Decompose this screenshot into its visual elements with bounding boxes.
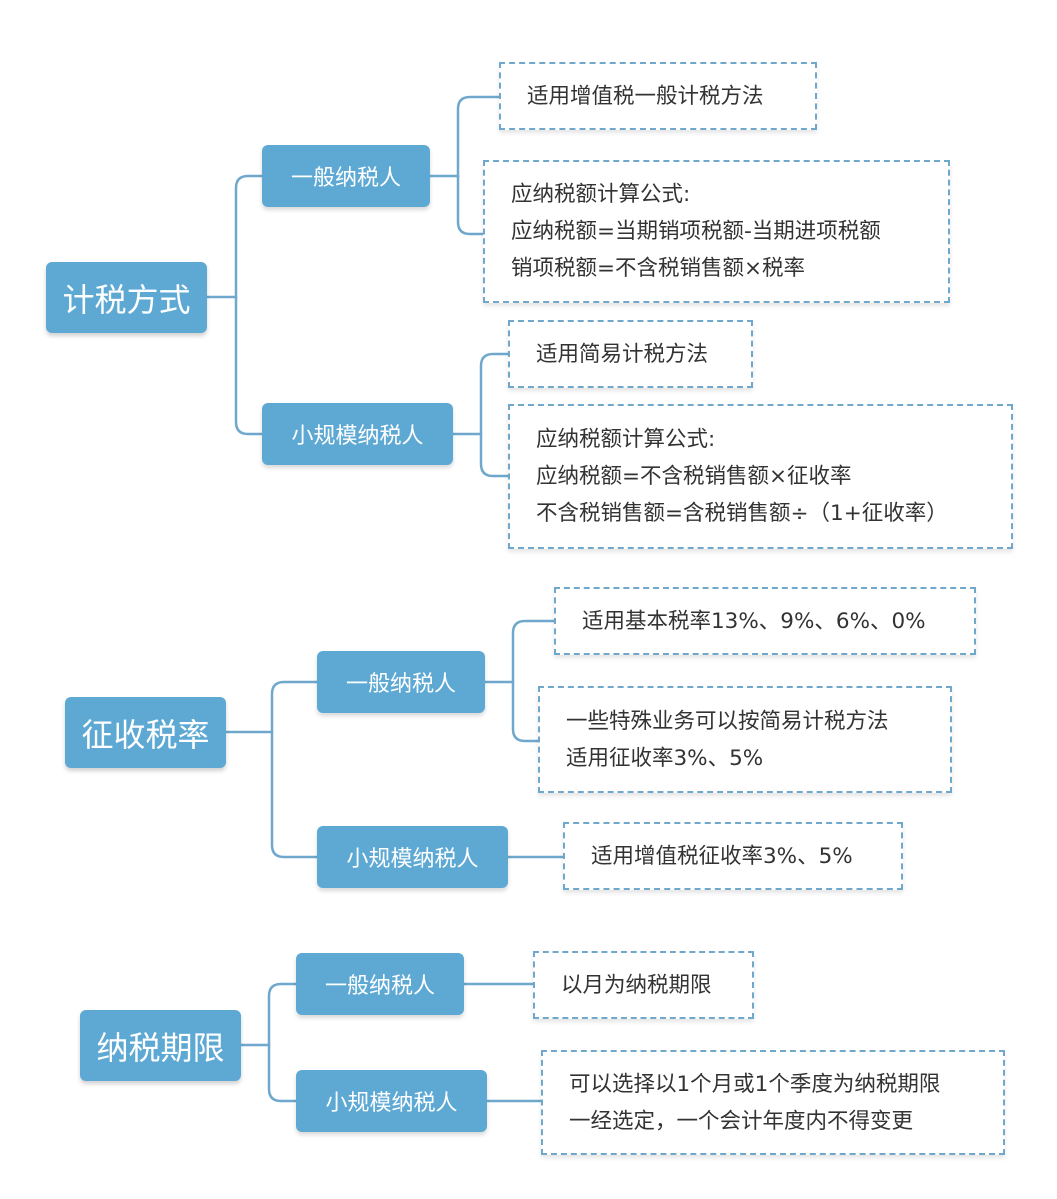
leaf-basic-rates: 适用基本税率13%、9%、6%、0% [554, 587, 976, 655]
leaf-text: 适用增值税征收率3%、5% [591, 843, 853, 869]
connector-b11-leaf2 [456, 174, 485, 236]
leaf-text: 一些特殊业务可以按简易计税方法 [566, 708, 889, 734]
leaf-general-formula: 应纳税额计算公式: 应纳税额=当期销项税额-当期进项税额 销项税额=不含税销售额… [483, 160, 950, 303]
leaf-simple-method: 适用简易计税方法 [508, 320, 753, 388]
connector-b12-leaf2 [479, 432, 510, 478]
connector-b12-leaf1 [451, 352, 510, 436]
branch-general-taxpayer: 一般纳税人 [317, 651, 485, 713]
connector-b21-leaf1 [483, 619, 556, 684]
leaf-text: 适用基本税率13%、9%、6%、0% [582, 608, 926, 634]
leaf-text: 应纳税额=不含税销售额×征收率 [536, 464, 852, 489]
leaf-levy-rate: 适用增值税征收率3%、5% [563, 822, 903, 890]
connector-root2-branch1 [224, 680, 319, 734]
connector-root2-branch2 [270, 730, 319, 859]
leaf-text: 应纳税额=当期销项税额-当期进项税额 [511, 219, 881, 244]
connector-root1-branch1 [205, 174, 264, 299]
leaf-text: 以月为纳税期限 [561, 972, 712, 998]
branch-small-scale-taxpayer: 小规模纳税人 [317, 826, 508, 888]
branch-small-scale-taxpayer: 小规模纳税人 [262, 403, 453, 465]
connector-root3-branch2 [267, 1043, 298, 1103]
section-title-tax-method: 计税方式 [46, 262, 207, 333]
leaf-text: 不含税销售额=含税销售额÷（1+征收率） [536, 501, 948, 526]
leaf-special-business: 一些特殊业务可以按简易计税方法 适用征收率3%、5% [538, 686, 952, 793]
leaf-text: 销项税额=不含税销售额×税率 [511, 256, 806, 281]
section-title-tax-rate: 征收税率 [65, 697, 226, 768]
leaf-text: 应纳税额计算公式: [511, 182, 691, 207]
leaf-text: 一经选定，一个会计年度内不得变更 [569, 1108, 914, 1134]
leaf-text: 适用增值税一般计税方法 [527, 83, 764, 109]
leaf-simple-formula: 应纳税额计算公式: 应纳税额=不含税销售额×征收率 不含税销售额=含税销售额÷（… [508, 404, 1013, 549]
connector-b21-leaf2 [511, 680, 540, 743]
section-title-tax-period: 纳税期限 [80, 1010, 241, 1081]
branch-general-taxpayer: 一般纳税人 [262, 145, 430, 207]
connector-b11-leaf1 [428, 95, 501, 178]
leaf-text: 应纳税额计算公式: [536, 427, 716, 452]
leaf-period-choice: 可以选择以1个月或1个季度为纳税期限 一经选定，一个会计年度内不得变更 [541, 1050, 1005, 1155]
leaf-general-method: 适用增值税一般计税方法 [499, 62, 817, 130]
leaf-text: 适用简易计税方法 [536, 341, 709, 367]
leaf-text: 可以选择以1个月或1个季度为纳税期限 [569, 1071, 941, 1097]
branch-general-taxpayer: 一般纳税人 [296, 953, 464, 1015]
connector-root3-branch1 [239, 982, 298, 1047]
leaf-monthly-period: 以月为纳税期限 [533, 951, 754, 1019]
connector-root1-branch2 [234, 295, 264, 436]
branch-small-scale-taxpayer: 小规模纳税人 [296, 1070, 487, 1132]
leaf-text: 适用征收率3%、5% [566, 745, 764, 771]
